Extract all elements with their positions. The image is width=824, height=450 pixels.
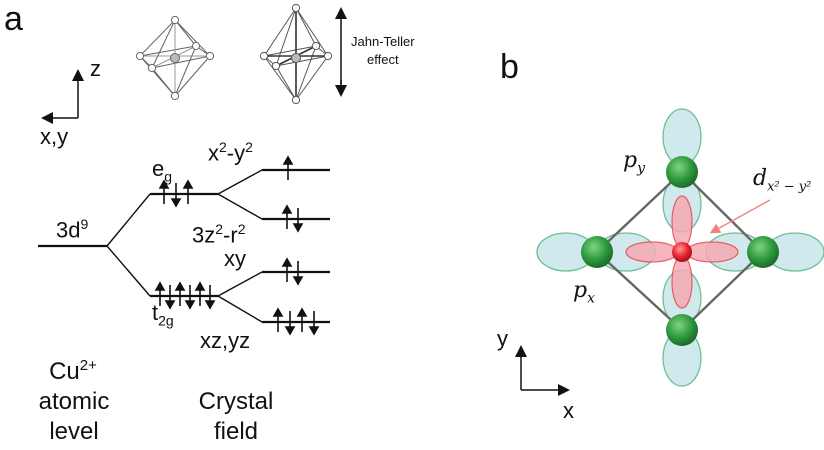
axis-z-label: z <box>90 56 101 81</box>
oxygen-left <box>581 236 613 268</box>
label-level: level <box>49 418 99 445</box>
energy-levels <box>38 168 330 324</box>
spin-3z2r2 <box>281 204 304 233</box>
label-dx2y2: dx² − y² <box>753 166 812 195</box>
label-x2y2: x2-y2 <box>208 139 253 166</box>
axis-x-label-b: x <box>563 398 574 423</box>
copper-center <box>672 242 692 262</box>
label-t2g: t2g <box>152 300 174 329</box>
label-field: field <box>213 418 259 445</box>
label-py: py <box>623 148 646 177</box>
label-atomic: atomic <box>38 388 110 415</box>
oxygen-bottom <box>666 314 698 346</box>
octahedron-regular <box>135 15 215 101</box>
jahn-teller-label-2: effect <box>367 52 399 67</box>
axes-b <box>515 345 570 396</box>
label-px: px <box>573 278 595 307</box>
jahn-teller-label: Jahn-Teller <box>351 34 415 49</box>
label-3z2r2: 3z2-r2 <box>192 221 246 248</box>
spin-xzyz <box>272 307 320 336</box>
axis-y-label-b: y <box>497 326 508 351</box>
electron-spins <box>154 155 320 336</box>
spin-t2g <box>154 281 216 310</box>
label-xy: xy <box>224 246 246 271</box>
octahedron-distorted <box>259 3 333 105</box>
axes-a <box>41 69 84 124</box>
label-crystal: Crystal <box>198 388 274 415</box>
atoms <box>581 156 779 346</box>
spin-xy <box>281 257 304 286</box>
axis-xy-label: x,y <box>40 124 69 149</box>
spin-x2y2 <box>282 155 294 180</box>
label-cu2plus: Cu2+ <box>49 357 97 385</box>
oxygen-top <box>666 156 698 188</box>
label-3d9: 3d9 <box>56 216 89 243</box>
d-orbital <box>625 195 739 309</box>
panel-label-b: b <box>500 48 519 86</box>
panel-label-a: a <box>4 0 23 38</box>
label-xzyz: xz,yz <box>200 328 251 353</box>
oxygen-right <box>747 236 779 268</box>
label-eg: eg <box>152 156 173 185</box>
spin-eg <box>158 179 194 208</box>
d-orbital-pointer <box>709 199 771 234</box>
